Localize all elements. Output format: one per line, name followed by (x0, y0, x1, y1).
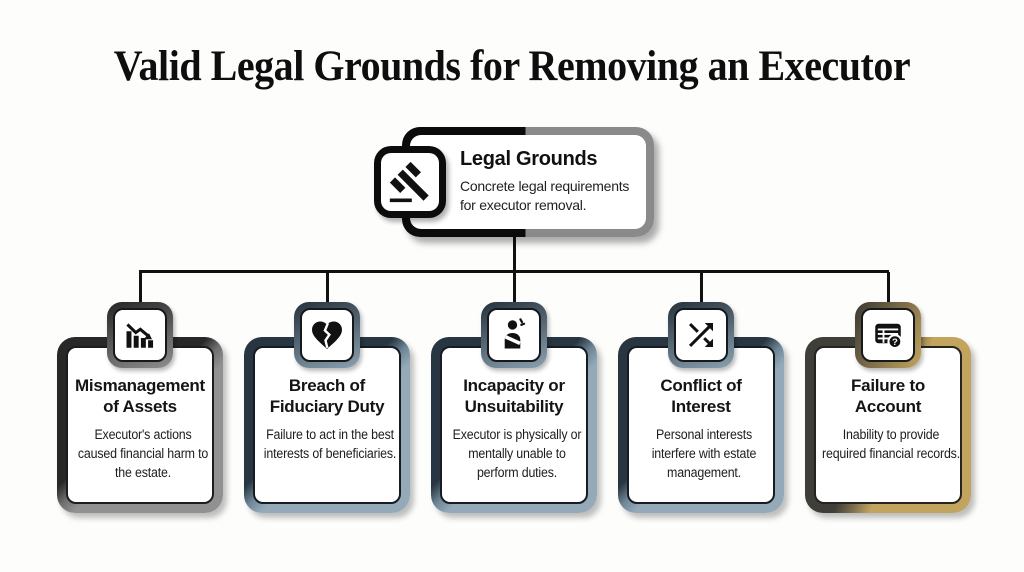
branch-description: Executor's actions caused financial harm… (77, 427, 209, 480)
root-node: Legal Grounds Concrete legal requirement… (374, 127, 654, 237)
connector-drop (887, 272, 890, 305)
branch-title: Incapacity or Unsuitability (463, 376, 565, 416)
branch-card-conflict: Conflict of Interest Personal interests … (618, 302, 784, 513)
branch-card-incapacity: Incapacity or Unsuitability Executor is … (431, 302, 597, 513)
connector-drop (326, 272, 329, 305)
connector-drop (700, 272, 703, 305)
branch-description: Executor is physically or mentally unabl… (452, 427, 582, 480)
broken-heart-icon (294, 302, 360, 368)
root-node-description: Concrete legal requirements for executor… (460, 178, 630, 213)
connector-drop (139, 272, 142, 305)
branch-description: Personal interests interfere with estate… (651, 427, 757, 480)
root-node-title: Legal Grounds (460, 148, 598, 170)
injured-person-icon (481, 302, 547, 368)
connector-drop (513, 272, 516, 305)
connector-rail (139, 270, 889, 273)
declining-bar-chart-icon (107, 302, 173, 368)
branch-description: Inability to provide required financial … (822, 427, 960, 462)
connector-stem (513, 234, 516, 272)
branch-card-mismanagement: Mismanagement of Assets Executor's actio… (57, 302, 223, 513)
diagram-title: Valid Legal Grounds for Removing an Exec… (113, 43, 911, 90)
branch-title: Breach of Fiduciary Duty (269, 376, 385, 416)
spreadsheet-question-icon: ? (855, 302, 921, 368)
branch-card-failure-to-account: ? Failure to Account Inability to provid… (805, 302, 971, 513)
svg-text:?: ? (892, 337, 898, 348)
shuffle-arrows-icon (668, 302, 734, 368)
branch-title: Mismanagement of Assets (75, 376, 205, 416)
branch-card-breach: Breach of Fiduciary Duty Failure to act … (244, 302, 410, 513)
branch-description: Failure to act in the best interests of … (263, 427, 397, 462)
branch-title: Failure to Account (850, 376, 925, 416)
gavel-icon (374, 146, 446, 218)
branch-title: Conflict of Interest (660, 376, 742, 416)
